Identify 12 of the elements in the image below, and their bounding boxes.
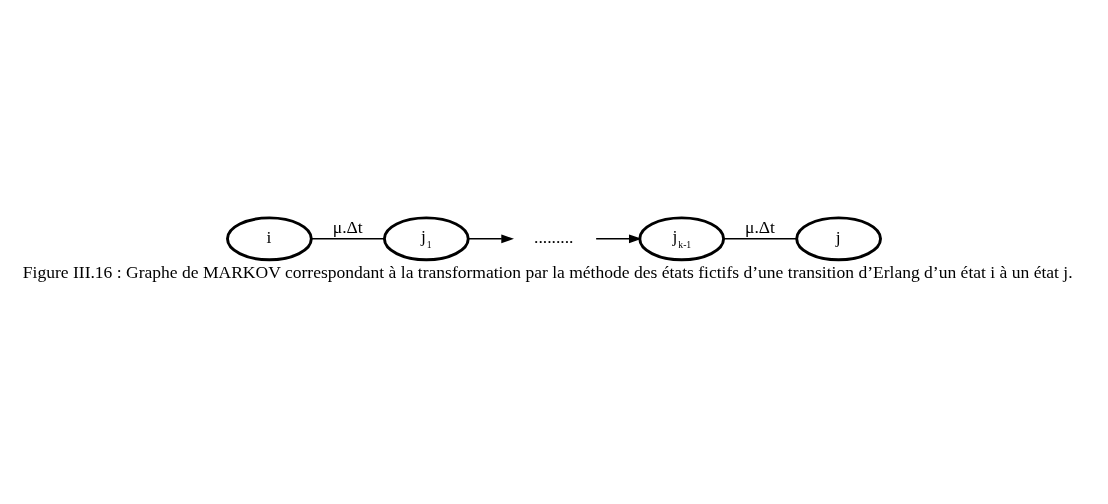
edge-label: μ.Δt (332, 216, 363, 237)
arrow (467, 233, 514, 243)
connector (310, 237, 386, 240)
arrow (595, 233, 642, 243)
edge-label: μ.Δt (745, 216, 775, 237)
node-ellipse: i (226, 215, 313, 261)
caption: Figure III.16 : Graphe de MARKOV correspondant à la transformation par la méthode des états fictifs d’une transition d’Erlang d’un état i à un état j. (22, 261, 1073, 282)
node-text: ......... (534, 226, 574, 247)
node-ellipse: j (795, 215, 882, 261)
node-ellipse: j$_{1}$ (382, 215, 470, 261)
node-ellipse: j$_{k-1}$ (638, 215, 726, 261)
connector (723, 237, 798, 240)
